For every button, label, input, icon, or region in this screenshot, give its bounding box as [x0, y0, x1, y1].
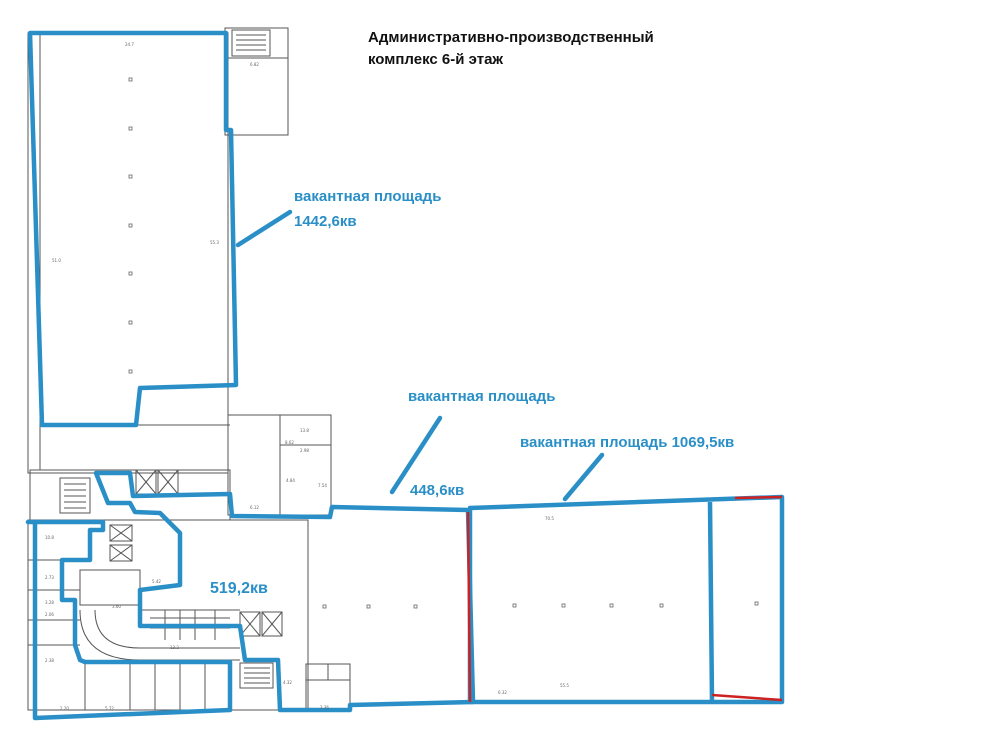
room-label: 55.5: [560, 683, 569, 688]
room-label: 3.60: [112, 604, 121, 609]
zone-1069[interactable]: [467, 494, 785, 705]
zone-448[interactable]: [93, 470, 476, 713]
room-label: 13.2: [170, 645, 179, 650]
room-label: 3.28: [45, 600, 54, 605]
room-label: 8.62: [285, 440, 294, 445]
room-label: 51.0: [52, 258, 61, 263]
page-title: Административно-производственный комплек…: [368, 27, 654, 71]
room-label: 6.82: [250, 62, 259, 67]
room-label: 5.42: [152, 579, 161, 584]
room-label: 4.84: [286, 478, 295, 483]
vacant-area-1-label: вакантная площадь: [294, 188, 442, 205]
vacant-area-2-value: 448,6кв: [410, 482, 465, 499]
room-label: 2.20: [60, 706, 69, 711]
room-label: 6.12: [250, 505, 259, 510]
room-label: 70.5: [545, 516, 554, 521]
room-label: 4.32: [283, 680, 292, 685]
room-label: 6.32: [498, 690, 507, 695]
core-area-value: 519,2кв: [210, 580, 268, 597]
vacant-area-2-label: вакантная площадь: [408, 388, 556, 405]
room-label: 2.38: [45, 658, 54, 663]
room-label: 55.3: [210, 240, 219, 245]
room-label: 7.54: [318, 483, 327, 488]
room-label: 2.36: [320, 705, 329, 710]
title-line-1: Административно-производственный: [368, 29, 654, 46]
vacant-area-1-value: 1442,6кв: [294, 213, 357, 230]
zone-519[interactable]: [25, 519, 233, 721]
zone-outlines: [25, 30, 785, 721]
red-markers: [466, 495, 783, 703]
room-label: 2.98: [300, 448, 309, 453]
room-label: 10.8: [45, 535, 54, 540]
column-markers: [128, 77, 759, 609]
room-label: 13.8: [300, 428, 309, 433]
leader-lines: [235, 209, 605, 502]
zone-1442[interactable]: [27, 30, 239, 428]
room-label: 2.06: [45, 612, 54, 617]
title-line-2: комплекс 6-й этаж: [368, 51, 504, 68]
room-label: 5.72: [105, 706, 114, 711]
vacant-area-3-label: вакантная площадь 1069,5кв: [520, 434, 735, 451]
room-label: 2.73: [45, 575, 54, 580]
room-label: 24.7: [125, 42, 134, 47]
